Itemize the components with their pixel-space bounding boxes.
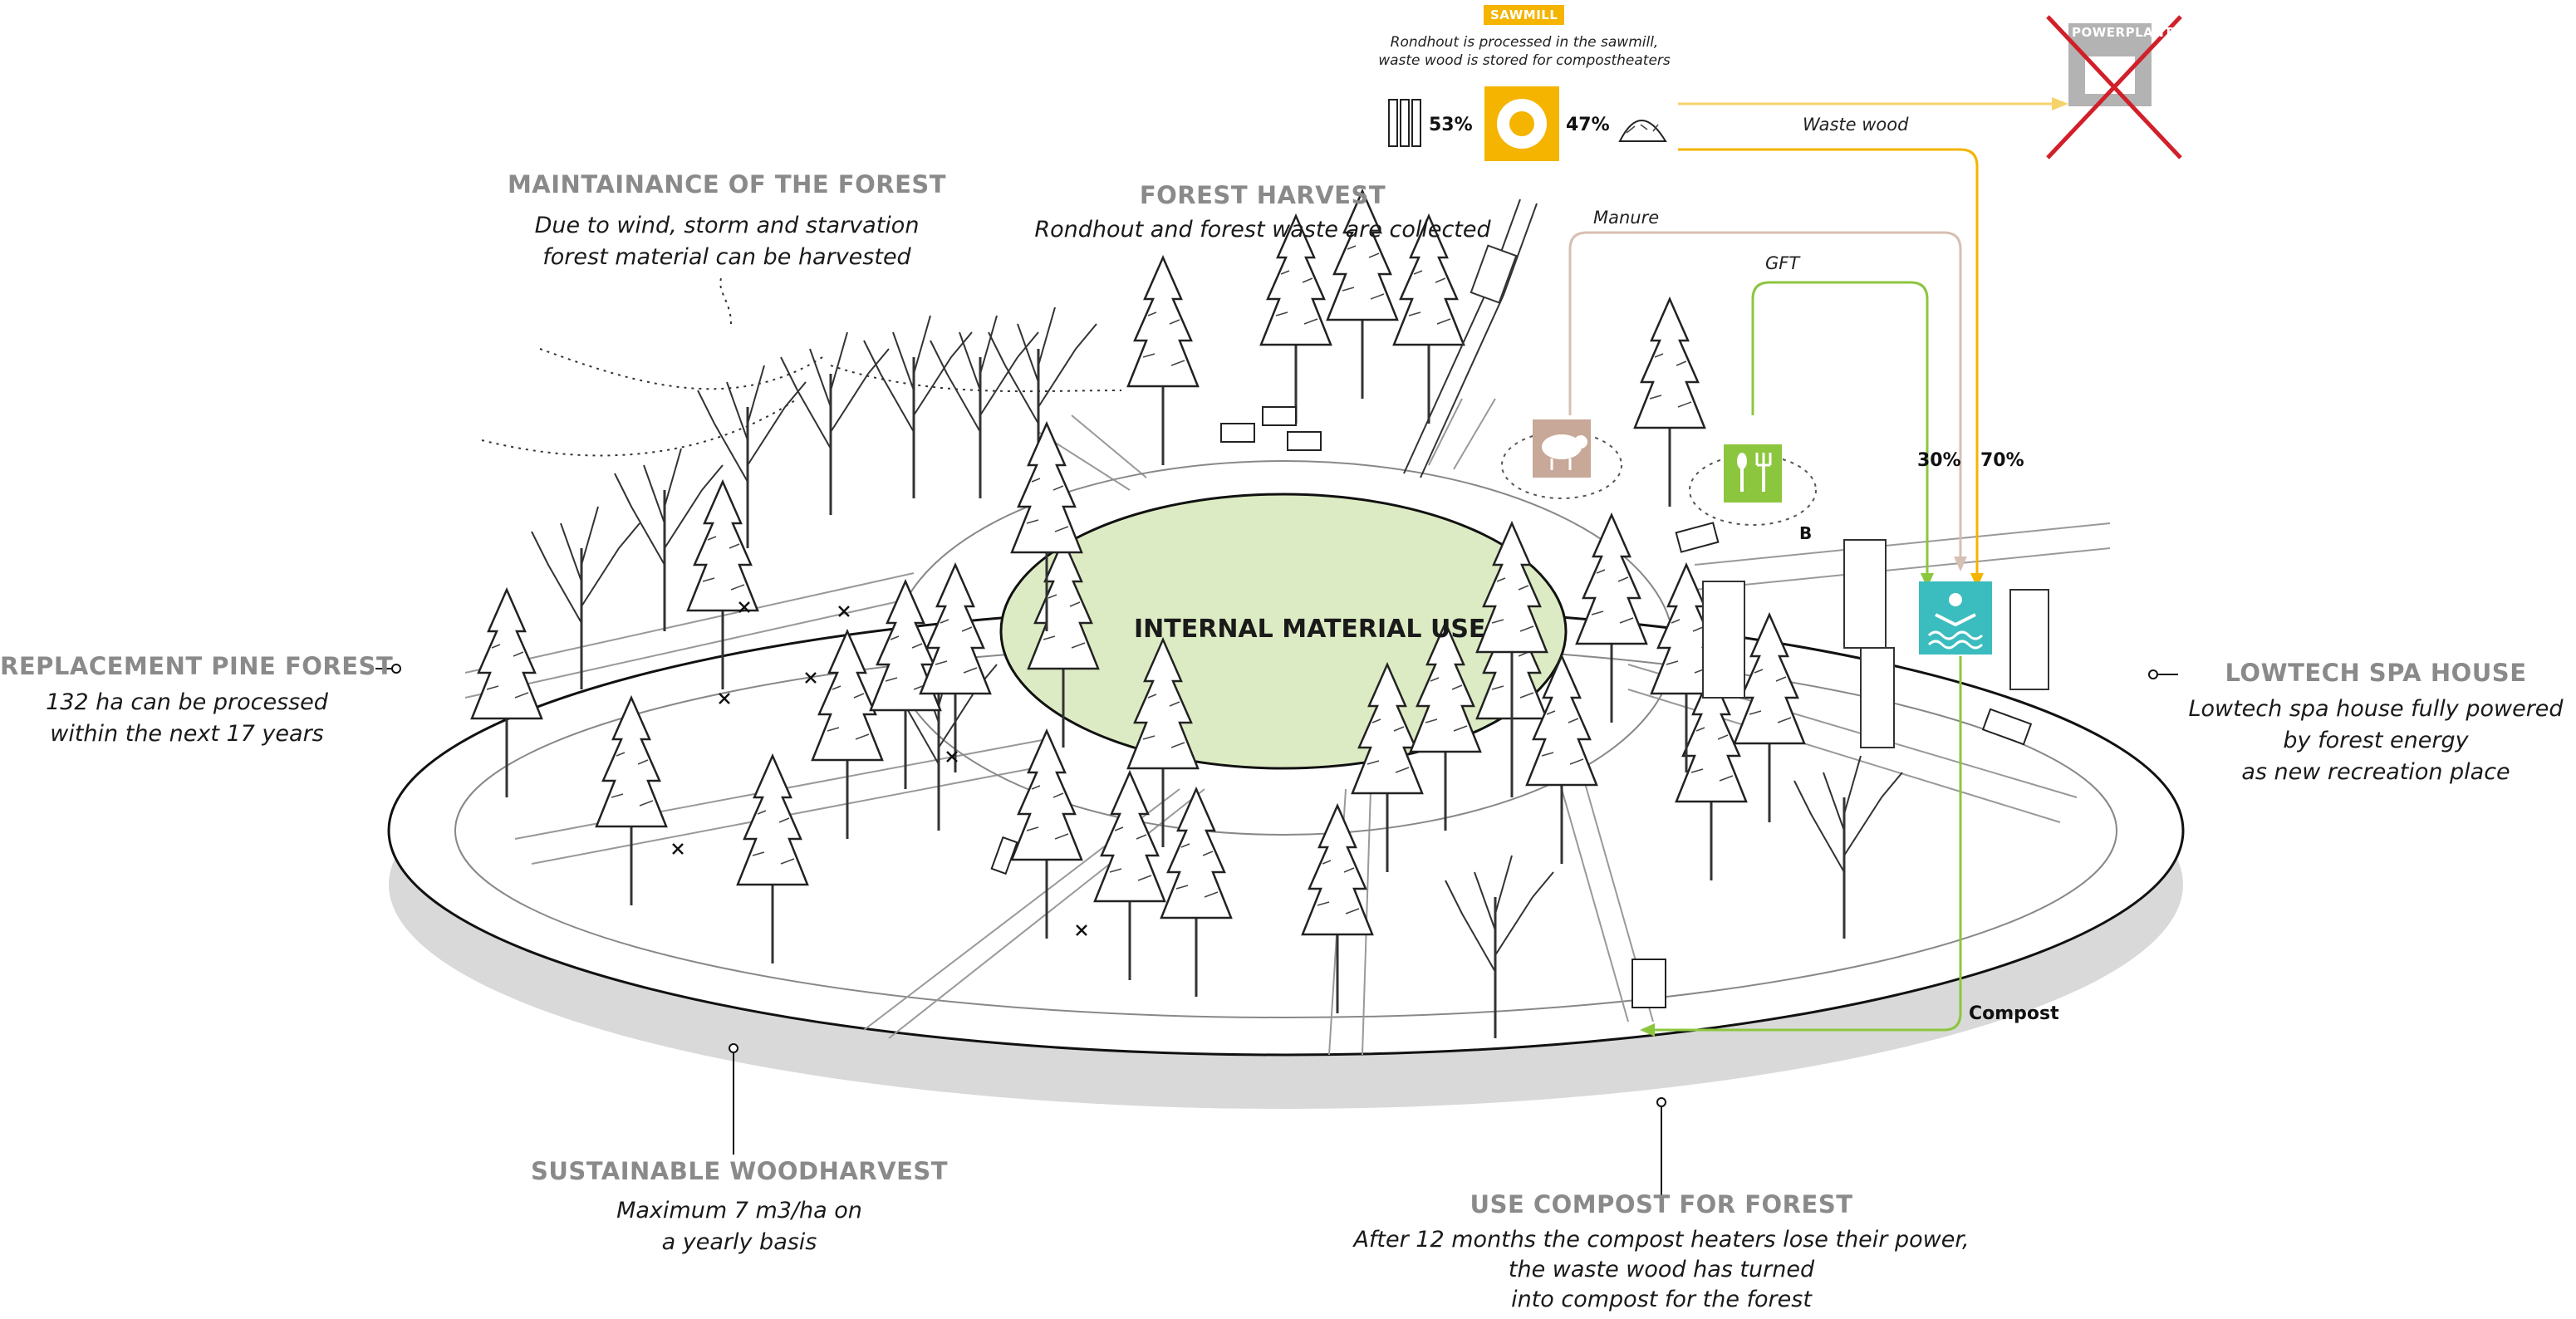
woodharvest-desc: Maximum 7 m3/ha on a yearly basis <box>523 1195 955 1258</box>
swimmer-icon <box>1919 581 1992 655</box>
flow-lines <box>1568 102 2052 1032</box>
sawmill-desc-line1: Rondhout is processed in the sawmill, <box>1390 34 1659 51</box>
maintenance-line2: forest material can be harvested <box>542 244 911 270</box>
flow-70-pct: 70% <box>1980 450 2024 471</box>
spa-line1: Lowtech spa house fully powered <box>2188 696 2564 722</box>
spa-desc: Lowtech spa house fully powered by fores… <box>2176 694 2575 788</box>
waste-wood-label: Waste wood <box>1803 115 1909 135</box>
wood-planks-icon <box>1388 99 1421 147</box>
waste-wood-arrow <box>1678 148 1979 573</box>
replacement-desc: 132 ha can be processed within the next … <box>0 687 374 750</box>
powerplant-icon <box>2046 15 2182 159</box>
spa-title: LOWTECH SPA HOUSE <box>2225 659 2527 687</box>
b-marker: B <box>1799 523 1813 543</box>
sawmill-left-pct: 53% <box>1429 115 1473 135</box>
compost-desc: After 12 months the compost heaters lose… <box>1329 1225 1994 1315</box>
flow-30-pct: 30% <box>1917 450 1961 471</box>
gft-flow <box>1751 281 1929 573</box>
harvest-desc: Rondhout and forest waste are collected <box>1030 214 1495 246</box>
maintenance-desc: Due to wind, storm and starvation forest… <box>465 210 989 273</box>
woodharvest-line2: a yearly basis <box>661 1229 817 1255</box>
compost-block: USE COMPOST FOR FOREST After 12 months t… <box>1329 1190 1994 1315</box>
sawmill-badge: SAWMILL <box>1484 5 1565 25</box>
harvest-line1: Rondhout and forest waste are collected <box>1034 217 1491 243</box>
spa-line3: as new recreation place <box>2241 759 2510 785</box>
powerplant-badge: POWERPLANT <box>2072 25 2174 40</box>
sawmill-description: Rondhout is processed in the sawmill, wa… <box>1346 33 1703 70</box>
replacement-line2: within the next 17 years <box>50 721 324 747</box>
compost-line3: into compost for the forest <box>1511 1287 1812 1312</box>
cutlery-icon <box>1689 444 1817 526</box>
replacement-block: REPLACEMENT PINE FOREST 132 ha can be pr… <box>0 652 394 750</box>
conveyor <box>1403 199 1538 478</box>
harvest-block: FOREST HARVEST Rondhout and forest waste… <box>1030 181 1495 246</box>
flow-arrowheads <box>1640 97 2068 1037</box>
saw-blade-icon <box>1484 86 1559 161</box>
woodharvest-title: SUSTAINABLE WOODHARVEST <box>530 1157 949 1185</box>
sheep-icon <box>1501 419 1622 499</box>
maintenance-title: MAINTAINANCE OF THE FOREST <box>507 170 947 199</box>
woodharvest-block: SUSTAINABLE WOODHARVEST Maximum 7 m3/ha … <box>523 1157 955 1258</box>
compost-line1: After 12 months the compost heaters lose… <box>1353 1227 1970 1253</box>
replacement-line1: 132 ha can be processed <box>46 689 328 715</box>
compost-flow <box>1653 656 1962 1032</box>
sawmill-right-pct: 47% <box>1566 115 1610 135</box>
gft-label: GFT <box>1765 253 1800 273</box>
maintenance-line1: Due to wind, storm and starvation <box>534 213 920 238</box>
manure-flow <box>1568 231 1962 557</box>
internal-material-label: INTERNAL MATERIAL USE <box>1134 615 1486 644</box>
compost-towers <box>1702 539 2049 748</box>
sawmill-desc-line2: waste wood is stored for compostheaters <box>1378 52 1671 69</box>
maintenance-block: MAINTAINANCE OF THE FOREST Due to wind, … <box>465 170 989 273</box>
log-piles <box>990 406 1322 875</box>
compost-label: Compost <box>1969 1003 2059 1024</box>
harvest-marks <box>672 601 1087 936</box>
manure-label: Manure <box>1593 208 1660 228</box>
wood-chips-icon <box>1618 120 1667 142</box>
leaders <box>375 664 2178 1196</box>
vehicles <box>1631 522 2033 1008</box>
wind-lines <box>481 273 1122 457</box>
harvest-title: FOREST HARVEST <box>1139 181 1386 209</box>
woodharvest-line1: Maximum 7 m3/ha on <box>616 1198 862 1223</box>
spa-block: LOWTECH SPA HOUSE Lowtech spa house full… <box>2176 659 2575 788</box>
replacement-title: REPLACEMENT PINE FOREST <box>0 652 394 680</box>
compost-line2: the waste wood has turned <box>1508 1257 1815 1282</box>
compost-title: USE COMPOST FOR FOREST <box>1470 1190 1853 1218</box>
spa-line2: by forest energy <box>2283 728 2469 753</box>
